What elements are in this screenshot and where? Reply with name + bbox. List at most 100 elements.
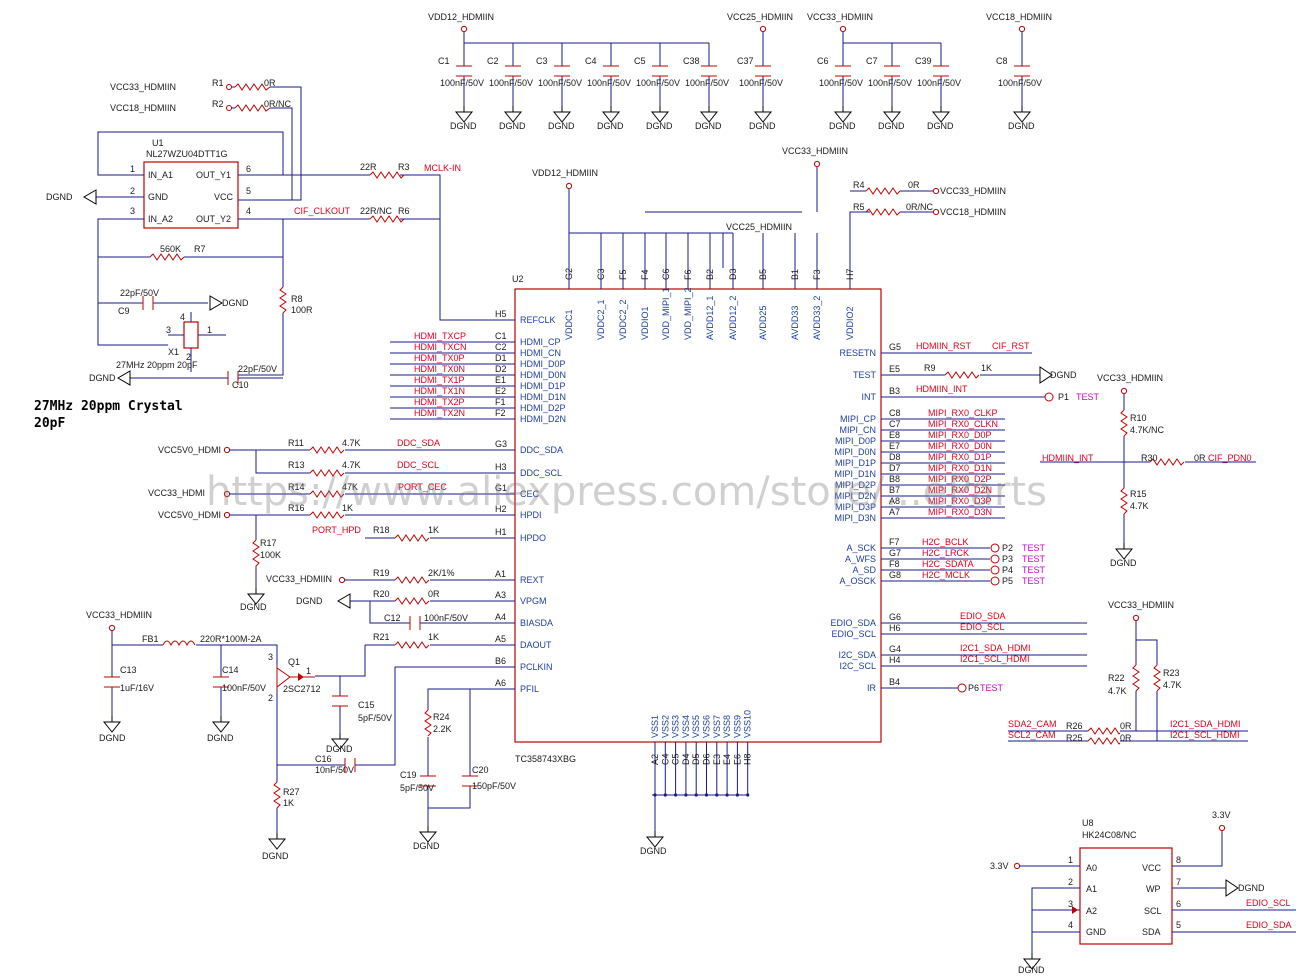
r19-val: 2K/1% <box>428 568 455 578</box>
u2-left-pin-name: CEC <box>520 489 540 499</box>
resistor-r8 <box>279 286 287 314</box>
u2-left-pin-name: PCLKIN <box>520 662 553 672</box>
u2-right-ball: E8 <box>889 430 900 440</box>
u2-top-ball: B1 <box>790 269 800 280</box>
c13-c14-wire <box>111 645 222 718</box>
r23-ref: R23 <box>1163 668 1180 678</box>
resistor-r17 <box>252 539 260 567</box>
testpoint-icon <box>990 554 1000 564</box>
vcc33-fb1-pin <box>108 624 116 632</box>
r18-ref: R18 <box>373 525 390 535</box>
capacitor-c8 <box>1014 65 1030 77</box>
r13-val: 4.7K <box>342 460 361 470</box>
ferrite-fb1 <box>162 640 196 647</box>
c20-ref: C20 <box>472 765 489 775</box>
x1-ref: X1 <box>168 347 179 357</box>
capacitor-c3 <box>554 65 570 77</box>
net-i2c1-scl-hdmi: I2C1_SCL_HDMI <box>960 654 1030 664</box>
u2-ref: U2 <box>512 274 524 284</box>
r30-val: 0R <box>1194 453 1206 463</box>
r20-ref: R20 <box>373 589 390 599</box>
u2-right-ball: C8 <box>889 408 901 418</box>
mipi-net-label: MIPI_RX0_CLKP <box>928 408 998 418</box>
u2-top-ball: F6 <box>683 269 693 280</box>
r4-ref: R4 <box>853 180 865 190</box>
u2-left-ball: E2 <box>495 386 506 396</box>
u8-pin-6: 6 <box>1176 899 1181 909</box>
pfil-dgnd: DGND <box>413 841 440 851</box>
decap-pwr-pin <box>460 25 468 33</box>
q1-arrow-icon <box>298 673 304 681</box>
u8-pin-4: 4 <box>1068 920 1073 930</box>
resistor-r16 <box>309 511 345 519</box>
mipi-net-label: MIPI_RX0_D3P <box>928 496 992 506</box>
u2-left-ball: D2 <box>495 364 507 374</box>
crystal-note-line1: 27MHz 20ppm Crystal <box>34 399 183 414</box>
u2-top-pin-name: VDDIO2 <box>845 306 855 340</box>
u8-pin-7: 7 <box>1176 877 1181 887</box>
u2-right-pin-name: RESETN <box>839 348 876 358</box>
decap-val: 100nF/50V <box>685 78 729 88</box>
vcc33-rext-pin <box>338 576 346 584</box>
u1-dgnd-label: DGND <box>46 192 73 202</box>
net-cif-rst: CIF_RST <box>992 341 1030 351</box>
u1-body <box>143 161 239 229</box>
hpd-wire <box>229 514 515 590</box>
decap-val: 100nF/50V <box>538 78 582 88</box>
net-scl2-cam: SCL2_CAM <box>1008 730 1056 740</box>
net-vdd12-u2: VDD12_HDMIIN <box>532 168 598 178</box>
hdmi-net-label: HDMI_TX1N <box>414 386 465 396</box>
vdd12-u2-pin <box>565 182 573 190</box>
net-i2c1-sda-hdmi-2: I2C1_SDA_HDMI <box>1170 719 1241 729</box>
resistor-r2 <box>234 104 271 112</box>
decap-val: 100nF/50V <box>440 78 484 88</box>
u2-left-pin-name: HDMI_D1N <box>520 392 566 402</box>
u2-bottom-ball: E6 <box>732 754 742 765</box>
u2-part: TC358743XBG <box>515 754 576 764</box>
decap-val: 100nF/50V <box>868 78 912 88</box>
decap-val: 100nF/50V <box>917 78 961 88</box>
u2-left-pin-name: DAOUT <box>520 640 552 650</box>
r7-ref: R7 <box>194 244 206 254</box>
net-edio-sda: EDIO_SDA <box>960 611 1006 621</box>
u2-bottom-pin-name: VSS9 <box>732 715 742 738</box>
u2-bottom-pins: VSS1A2VSS2C4VSS3C5VSS4D4VSS5D5VSS6D6VSS7… <box>650 710 753 797</box>
r5-pwr-pin <box>932 208 940 216</box>
r11-val: 4.7K <box>342 438 361 448</box>
resistor-r27 <box>273 781 281 809</box>
u2-top-ball: F3 <box>812 269 822 280</box>
crystal-x1 <box>183 321 199 349</box>
u2-bottom-ball: C4 <box>660 753 670 765</box>
decap-gnd-icon <box>754 105 772 123</box>
u2-top-pin-name: VDD_MIPI_2 <box>683 287 693 340</box>
u2-right-ball: H6 <box>889 623 901 633</box>
u2-right-ball: B8 <box>889 474 900 484</box>
u8-pin-a0: A0 <box>1086 863 1097 873</box>
net-edio-scl: EDIO_SCL <box>960 622 1005 632</box>
r2-val: 0R/NC <box>264 99 292 109</box>
x1-pin-3: 3 <box>166 325 171 335</box>
net-vcc33-r1: VCC33_HDMIIN <box>110 82 176 92</box>
decap-pwr-pin <box>839 25 847 33</box>
u8-pin-a1: A1 <box>1086 884 1097 894</box>
capacitor-c39 <box>933 65 949 77</box>
testpoint-ref: P4 <box>1002 565 1013 575</box>
u2-left-ball: D1 <box>495 353 507 363</box>
c13-dgnd: DGND <box>99 733 126 743</box>
u2-right-pin-name: MIPI_D0P <box>835 436 876 446</box>
u2-left-pin-name: HDMI_CN <box>520 348 561 358</box>
u2-left-pin-name: HDMI_D0P <box>520 359 566 369</box>
r24-val: 2.2K <box>433 724 452 734</box>
u2-right-pin-name: INT <box>862 392 877 402</box>
u2-right-ball: D7 <box>889 463 901 473</box>
u2-right-ball: B7 <box>889 485 900 495</box>
u1-pin-out-y2: OUT_Y2 <box>196 214 231 224</box>
u2-right-ball: G5 <box>889 342 901 352</box>
decap-dgnd: DGND <box>927 121 954 131</box>
pfil-wire <box>427 688 515 809</box>
u2-right-pin-name: A_WFS <box>845 554 876 564</box>
net-vcc33-u2: VCC33_HDMIIN <box>782 146 848 156</box>
u2-right-ball: E7 <box>889 441 900 451</box>
u1-pin-4: 4 <box>246 206 251 216</box>
